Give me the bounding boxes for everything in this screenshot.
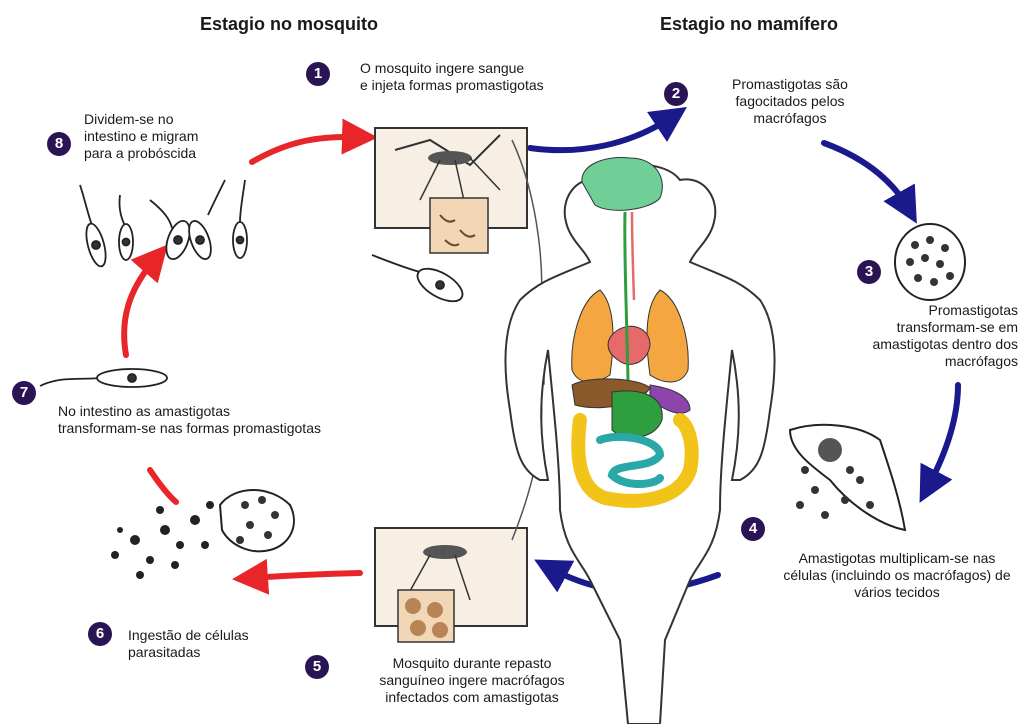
heading-mosquito-stage: Estagio no mosquito [200,14,378,35]
mosquito-feeding-panel-bottom [375,528,527,642]
mosquito-feeding-panel-top [375,128,527,253]
step-2-text: Promastigotas são fagocitados pelos macr… [705,76,875,127]
arrow-7-to-8 [124,258,156,355]
step-2-badge: 2 [664,82,688,106]
brain [582,157,662,210]
infected-cell-tissue [790,425,905,530]
heading-mammal-stage: Estagio no mamífero [660,14,838,35]
promastigote-single [372,255,468,308]
arrow-2-to-3 [824,143,908,208]
step-8-badge: 8 [47,132,71,156]
arrow-3-to-4 [928,385,958,487]
arrow-6-to-7 [150,470,176,502]
promastigote-group [80,180,247,268]
step-7-text: No intestino as amastigotas transformam-… [58,403,321,437]
ruptured-macrophage [111,490,294,579]
human-body [506,157,775,724]
step-5-text: Mosquito durante repasto sanguíneo inger… [347,655,597,706]
arrow-5-to-6 [250,573,360,578]
step-1-badge: 1 [306,62,330,86]
arrow-8-to-1 [252,137,360,162]
step-3-badge: 3 [857,260,881,284]
promastigote-intestine [40,369,167,387]
step-6-badge: 6 [88,622,112,646]
step-3-text: Promastigotas transformam-se em amastigo… [820,302,1018,370]
step-7-badge: 7 [12,381,36,405]
step-4-text: Amastigotas multiplicam-se nas células (… [762,550,1032,601]
arrow-1-to-2 [530,117,672,150]
step-1-text: O mosquito ingere sangue e injeta formas… [360,60,544,94]
macrophage-with-amastigotes [895,224,965,300]
step-8-text: Dividem-se no intestino e migram para a … [84,111,198,162]
step-6-text: Ingestão de células parasitadas [128,627,249,661]
step-4-badge: 4 [741,517,765,541]
step-5-badge: 5 [305,655,329,679]
